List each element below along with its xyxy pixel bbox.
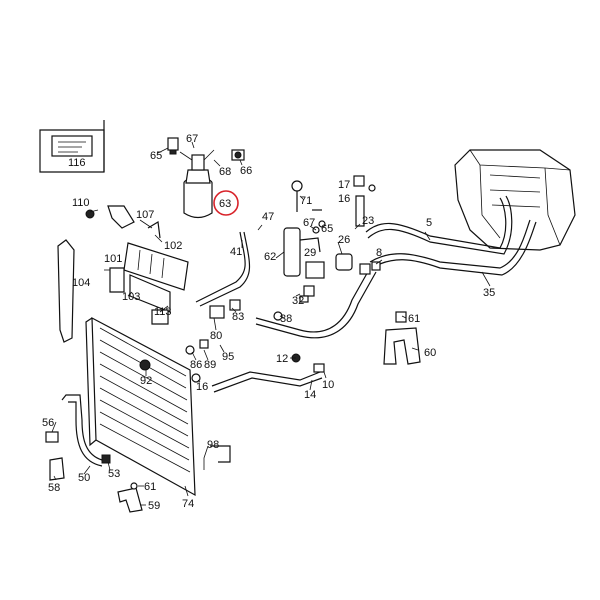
callout-17: 17 [338, 179, 350, 191]
callout-66: 66 [240, 165, 252, 177]
callout-56: 56 [42, 417, 54, 429]
switch-26 [335, 253, 353, 271]
bracket-101 [109, 267, 125, 293]
callout-74: 74 [182, 498, 194, 510]
callout-60: 60 [424, 347, 436, 359]
callout-16: 16 [338, 193, 350, 205]
hose-lines [61, 195, 537, 467]
callout-95: 95 [222, 351, 234, 363]
callout-62: 62 [264, 251, 276, 263]
valve-23 [355, 195, 365, 227]
callout-26: 26 [338, 234, 350, 246]
mount-104 [57, 239, 75, 343]
highlight-circle-63 [213, 190, 239, 216]
callout-116: 116 [68, 157, 86, 169]
callout-63: 63 [219, 198, 231, 210]
callout-32: 32 [292, 295, 304, 307]
callout-102: 102 [164, 240, 182, 252]
callout-16-b: 16 [196, 381, 208, 393]
pressure-switch-66 [231, 149, 245, 161]
callout-83: 83 [232, 311, 244, 323]
callout-71: 71 [300, 195, 312, 207]
callout-104: 104 [72, 277, 90, 289]
bracket-102 [123, 221, 189, 291]
callout-59: 59 [148, 500, 160, 512]
callout-labels: 65 67 68 66 63 110 107 102 71 17 16 47 6… [42, 133, 495, 512]
callout-107: 107 [136, 209, 154, 221]
cap-17 [353, 175, 365, 187]
callout-98: 98 [207, 439, 219, 451]
condenser [85, 316, 196, 497]
bracket-103 [129, 274, 171, 313]
callout-47: 47 [262, 211, 274, 223]
callout-101: 101 [104, 253, 122, 265]
bracket-110 [85, 205, 135, 229]
callout-14: 14 [304, 389, 316, 401]
pressure-switch-65 [167, 137, 179, 155]
callout-67-b: 67 [303, 217, 315, 229]
callout-53: 53 [108, 468, 120, 480]
callout-65-b: 65 [321, 223, 333, 235]
fittings [45, 184, 421, 513]
callout-61-b: 61 [144, 481, 156, 493]
callout-12: 12 [276, 353, 288, 365]
callout-23: 23 [362, 215, 374, 227]
callout-113: 113 [154, 306, 172, 318]
callout-68: 68 [219, 166, 231, 178]
callout-80: 80 [210, 330, 222, 342]
callout-29: 29 [304, 247, 316, 259]
inset-116: 116 [39, 120, 105, 173]
callout-41: 41 [230, 246, 242, 258]
callout-103: 103 [122, 291, 140, 303]
callout-92: 92 [140, 375, 152, 387]
engine-outline [454, 149, 576, 251]
callout-61: 61 [408, 313, 420, 325]
callout-65: 65 [150, 150, 162, 162]
receiver-drier-63 [179, 149, 215, 219]
bolt-71 [291, 180, 303, 212]
leader-lines [51, 141, 491, 506]
callout-50: 50 [78, 472, 90, 484]
callout-5: 5 [426, 217, 432, 229]
callout-38: 38 [280, 313, 292, 325]
callout-35: 35 [483, 287, 495, 299]
callout-58: 58 [48, 482, 60, 494]
callout-8: 8 [376, 247, 382, 259]
callout-67: 67 [186, 133, 198, 145]
callout-110: 110 [72, 197, 90, 209]
callout-86: 86 [190, 359, 202, 371]
callout-10: 10 [322, 379, 334, 391]
callout-89: 89 [204, 359, 216, 371]
